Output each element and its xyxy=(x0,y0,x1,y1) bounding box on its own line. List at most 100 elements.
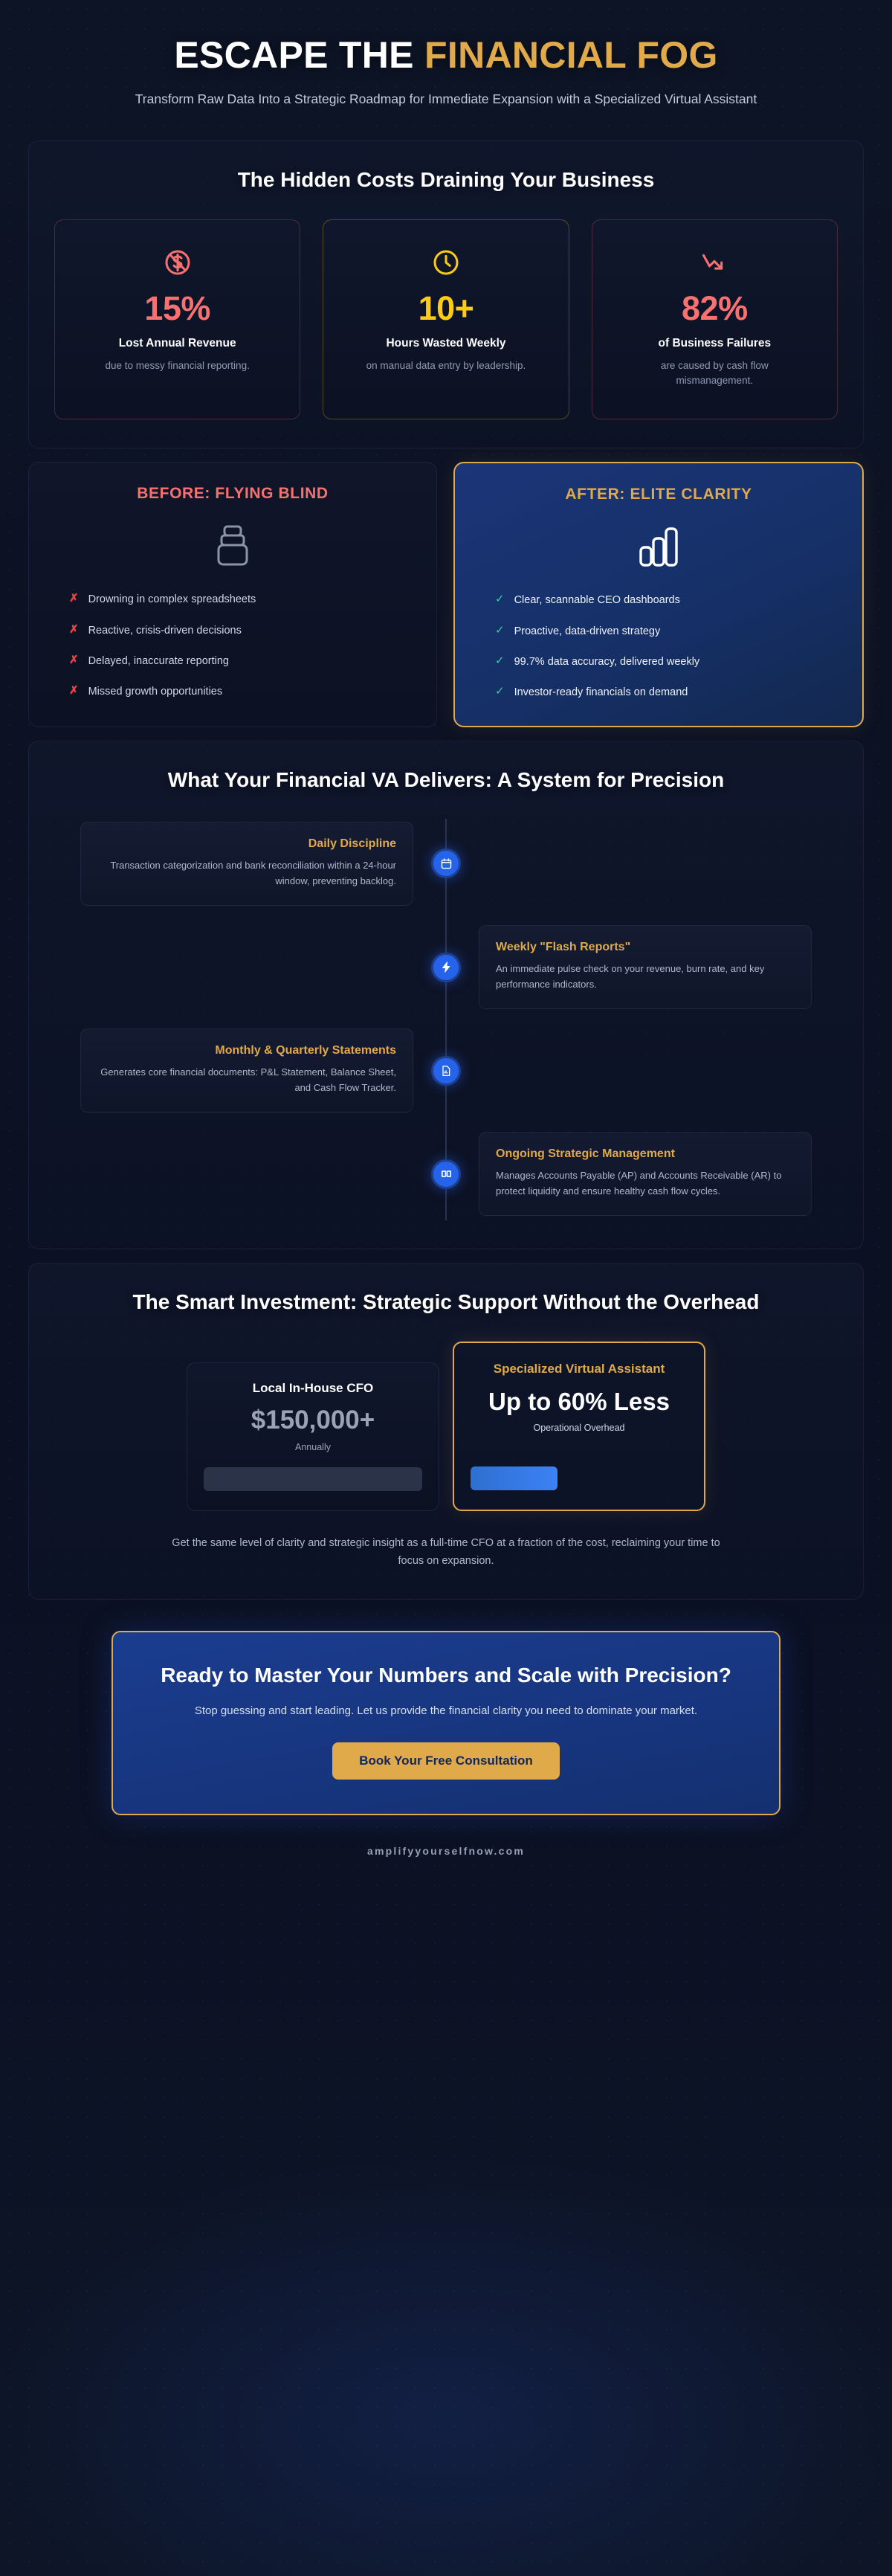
price-bar-fill xyxy=(204,1467,422,1492)
timeline-card-heading: Weekly "Flash Reports" xyxy=(496,941,631,954)
page-title: ESCAPE THE FINANCIAL FOG xyxy=(45,34,847,76)
list-item: ✗ Reactive, crisis-driven decisions xyxy=(50,623,416,638)
page-title-plain: ESCAPE THE xyxy=(174,34,425,76)
list-item: ✗Drowning in complex spreadsheets xyxy=(50,592,416,607)
check-icon: ✓ xyxy=(495,593,505,606)
page-subtitle: Transform Raw Data Into a Strategic Road… xyxy=(135,91,757,106)
delivery-timeline: Daily Discipline Transaction categorizat… xyxy=(54,818,838,1221)
stat-value: 82% xyxy=(682,289,748,327)
list-item-label: Clear, scannable CEO dashboards xyxy=(514,594,680,607)
clock-icon xyxy=(337,242,555,283)
price-card-note: Annually xyxy=(295,1442,331,1453)
stat-value: 10+ xyxy=(418,289,474,327)
stat-value: 15% xyxy=(144,289,210,327)
stacked-layers-icon xyxy=(50,519,416,573)
stat-card: 82% of Business Failures are caused by c… xyxy=(591,219,838,420)
timeline-card-heading: Daily Discipline xyxy=(308,837,396,850)
calendar-icon xyxy=(431,849,461,879)
timeline-item: Ongoing Strategic Management Manages Acc… xyxy=(54,1132,838,1217)
price-card-note: Operational Overhead xyxy=(533,1422,625,1433)
before-after-section: BEFORE: FLYING BLIND ✗Drowning in comple… xyxy=(28,462,864,727)
cta-wrapper: Ready to Master Your Numbers and Scale w… xyxy=(0,1600,892,1816)
price-card-va: Specialized Virtual Assistant Up to 60% … xyxy=(453,1341,705,1512)
investment-closing-text: Get the same level of clarity and strate… xyxy=(172,1537,720,1568)
price-card-inhouse: Local In-House CFO $150,000+ Annually xyxy=(187,1362,439,1512)
list-item-label: Delayed, inaccurate reporting xyxy=(88,654,229,667)
cta-body: Stop guessing and start leading. Let us … xyxy=(194,1704,698,1718)
timeline-card-body: Transaction categorization and bank reco… xyxy=(110,859,396,886)
stat-label: Lost Annual Revenue xyxy=(118,336,236,350)
timeline-card-body: Generates core financial documents: P&L … xyxy=(100,1066,396,1094)
list-item: ✓ Proactive, data-driven strategy xyxy=(476,624,841,639)
bar-chart-icon xyxy=(476,520,841,573)
before-card-title: BEFORE: FLYING BLIND xyxy=(137,485,329,503)
stat-label: of Business Failures xyxy=(658,336,772,350)
investment-section: The Smart Investment: Strategic Support … xyxy=(28,1263,864,1600)
list-item-label: Drowning in complex spreadsheets xyxy=(88,593,256,606)
cross-icon: ✗ xyxy=(69,622,79,636)
cta-heading: Ready to Master Your Numbers and Scale w… xyxy=(161,1664,731,1687)
timeline-item: Daily Discipline Transaction categorizat… xyxy=(54,821,838,907)
check-icon: ✓ xyxy=(495,654,505,667)
delivers-section-title: What Your Financial VA Delivers: A Syste… xyxy=(167,767,725,791)
timeline-card: Weekly "Flash Reports" An immediate puls… xyxy=(479,925,812,1010)
stat-label: Hours Wasted Weekly xyxy=(386,336,506,350)
after-card: AFTER: ELITE CLARITY ✓ Clear, scannable C… xyxy=(453,462,864,727)
price-bar-track xyxy=(471,1466,688,1491)
list-item-label: Investor-ready financials on demand xyxy=(514,686,688,699)
page-title-accent: FINANCIAL FOG xyxy=(424,34,718,76)
list-item: ✓ Clear, scannable CEO dashboards xyxy=(476,593,841,608)
lightning-bolt-icon xyxy=(431,952,461,982)
after-card-title: AFTER: ELITE CLARITY xyxy=(565,486,752,503)
no-money-icon xyxy=(68,242,286,283)
price-card-value: $150,000+ xyxy=(251,1405,375,1434)
timeline-card-heading: Ongoing Strategic Management xyxy=(496,1147,675,1161)
price-bar-track xyxy=(204,1467,422,1492)
timeline-card-body: Manages Accounts Payable (AP) and Accoun… xyxy=(496,1170,782,1197)
list-item: ✗Missed growth opportunities xyxy=(50,684,416,699)
hero-section: ESCAPE THE FINANCIAL FOG Transform Raw D… xyxy=(0,0,892,132)
cta-panel: Ready to Master Your Numbers and Scale w… xyxy=(112,1631,780,1816)
price-card-value: Up to 60% Less xyxy=(488,1387,670,1415)
list-item: ✗ Delayed, inaccurate reporting xyxy=(50,654,416,669)
infographic-page: ESCAPE THE FINANCIAL FOG Transform Raw D… xyxy=(0,0,892,1858)
price-comparison: Local In-House CFO $150,000+ Annually Sp… xyxy=(54,1341,838,1512)
timeline-card-body: An immediate pulse check on your revenue… xyxy=(496,963,765,991)
cross-icon: ✗ xyxy=(69,653,79,666)
price-bar-fill xyxy=(471,1466,558,1491)
price-card-name: Local In-House CFO xyxy=(252,1380,374,1395)
footer-site-url[interactable]: amplifyyourselfnow.com xyxy=(366,1845,526,1858)
stat-card: 10+ Hours Wasted Weekly on manual data e… xyxy=(323,219,569,420)
stat-description: are caused by cash flow mismanagement. xyxy=(660,359,769,387)
timeline-card: Ongoing Strategic Management Manages Acc… xyxy=(479,1132,812,1217)
timeline-item: Weekly "Flash Reports" An immediate puls… xyxy=(54,925,838,1010)
list-item-label: Missed growth opportunities xyxy=(88,686,223,698)
check-icon: ✓ xyxy=(495,623,505,637)
timeline-card: Monthly & Quarterly Statements Generates… xyxy=(80,1028,413,1113)
problem-section: The Hidden Costs Draining Your Business … xyxy=(28,141,864,449)
stat-card-list: 15% Lost Annual Revenue due to messy fin… xyxy=(54,219,838,420)
list-item: ✓ 99.7% data accuracy, delivered weekly xyxy=(476,654,841,669)
document-chart-icon xyxy=(431,1055,461,1086)
timeline-card-heading: Monthly & Quarterly Statements xyxy=(215,1044,396,1057)
stat-description: due to messy financial reporting. xyxy=(105,359,250,371)
book-consultation-button[interactable]: Book Your Free Consultation xyxy=(332,1742,560,1780)
timeline-axis xyxy=(445,818,447,1221)
delivers-section: What Your Financial VA Delivers: A Syste… xyxy=(28,740,864,1250)
timeline-card: Daily Discipline Transaction categorizat… xyxy=(80,821,413,907)
before-item-list: ✗Drowning in complex spreadsheets ✗React… xyxy=(50,592,416,699)
list-item: ✓ Investor-ready financials on demand xyxy=(476,685,841,700)
refresh-cycle-icon xyxy=(431,1159,461,1189)
investment-section-title: The Smart Investment: Strategic Support … xyxy=(132,1290,760,1314)
list-item-label: 99.7% data accuracy, delivered weekly xyxy=(514,655,700,668)
list-item-label: Reactive, crisis-driven decisions xyxy=(88,624,242,637)
problem-section-title: The Hidden Costs Draining Your Business xyxy=(237,168,655,192)
timeline-item: Monthly & Quarterly Statements Generates… xyxy=(54,1028,838,1113)
list-item-label: Proactive, data-driven strategy xyxy=(514,625,661,637)
check-icon: ✓ xyxy=(495,685,505,698)
stat-description: on manual data entry by leadership. xyxy=(366,359,526,371)
after-item-list: ✓ Clear, scannable CEO dashboards ✓ Proact… xyxy=(476,593,841,700)
price-card-name: Specialized Virtual Assistant xyxy=(493,1361,665,1376)
stat-card: 15% Lost Annual Revenue due to messy fin… xyxy=(54,219,301,420)
before-card: BEFORE: FLYING BLIND ✗Drowning in comple… xyxy=(28,462,437,727)
